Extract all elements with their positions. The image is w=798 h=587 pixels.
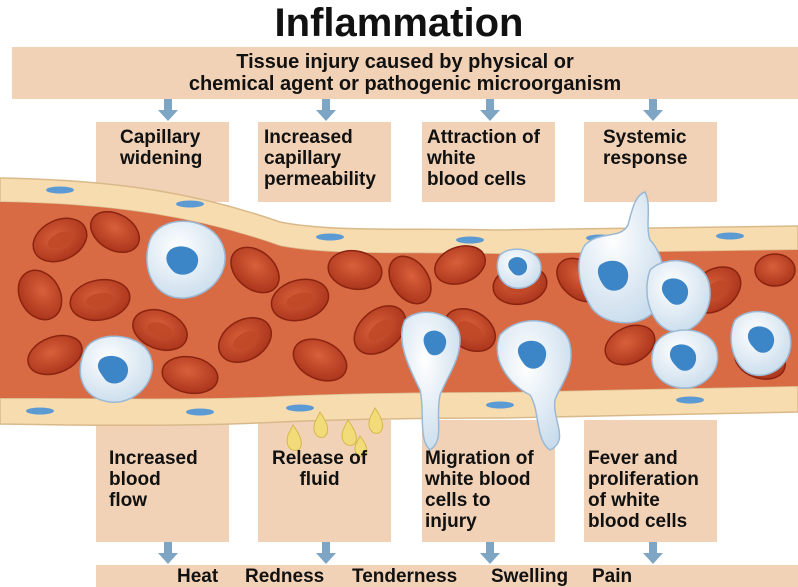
- symptom-tenderness: Tenderness: [352, 566, 457, 587]
- down-arrow-icon: [643, 542, 663, 564]
- stage-label-systemic-response: Systemic response: [603, 127, 687, 169]
- down-arrow-icon: [316, 542, 336, 564]
- outcome-label-fever-proliferation: Fever and proliferation of white blood c…: [588, 448, 699, 532]
- symptom-heat: Heat: [177, 566, 218, 587]
- down-arrow-icon: [158, 542, 178, 564]
- symptom-redness: Redness: [245, 566, 324, 587]
- outcome-label-migration-wbc: Migration of white blood cells to injury: [425, 448, 534, 532]
- symptom-swelling: Swelling: [491, 566, 568, 587]
- symptom-pain: Pain: [592, 566, 632, 587]
- stage-label-capillary-widening: Capillary widening: [120, 127, 202, 169]
- outcome-label-increased-flow: Increased blood flow: [109, 448, 198, 511]
- outcome-label-release-fluid: Release of fluid: [272, 448, 367, 490]
- down-arrow-icon: [480, 542, 500, 564]
- stage-label-attraction-wbc: Attraction of white blood cells: [427, 127, 540, 190]
- stage-label-increased-permeability: Increased capillary permeability: [264, 127, 376, 190]
